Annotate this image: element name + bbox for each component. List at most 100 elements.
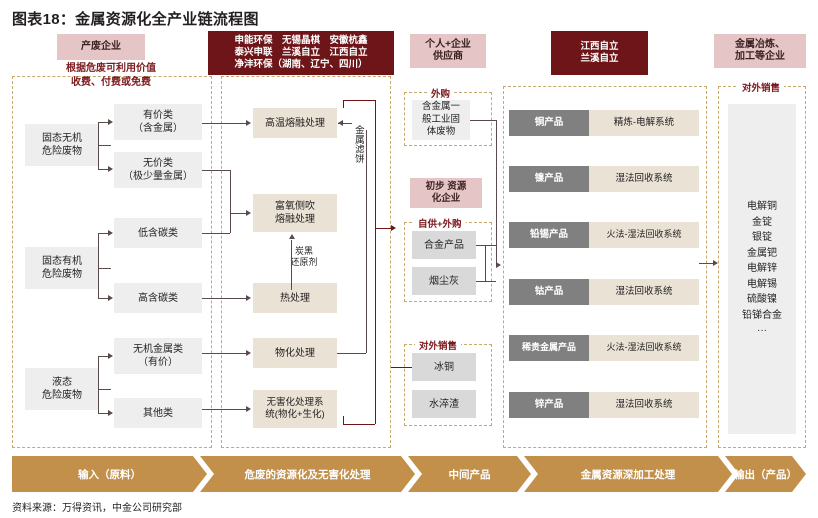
intermediate-product-box: 合金产品 [412,231,476,259]
product-process: 火法-湿法回收系统 [589,335,699,361]
output-item: 金锭 [752,216,772,228]
intermediate-product-box: 烟尘灰 [412,267,476,295]
stage-bar: 输入（原料） 危废的资源化及无害化处理 中间产品 金属资源深加工处理 输出（产品… [12,456,806,492]
treatment-box: 热处理 [253,283,337,313]
connector-line [230,170,231,213]
page-title: 图表18：金属资源化全产业链流程图 [12,11,259,28]
bracket-line [375,228,376,424]
connector-line [202,409,246,410]
output-item: 电解铜 [747,201,777,213]
waste-category-box: 高含碳类 [114,283,202,313]
output-item: 金属钯 [747,247,777,259]
connector-arrow [496,262,501,268]
product-name: 镍产品 [509,166,589,192]
output-item: 银锭 [752,232,772,244]
connector-arrow [108,410,113,416]
output-item: ··· [757,325,767,337]
output-item: 电解锌 [747,263,777,275]
lane-waste-input [12,76,212,448]
connector-arrow [246,350,251,356]
connector-line [98,356,99,413]
connector-line [98,122,110,123]
connector-arrow [246,406,251,412]
product-name: 铅锡产品 [509,222,589,248]
connector-line [496,120,497,265]
connector-arrow [391,225,396,231]
connector-line [476,245,496,246]
stage-intermediate: 中间产品 [408,456,531,492]
product-process: 精炼-电解系统 [589,110,699,136]
connector-line [391,367,412,368]
bracket-line [375,228,391,229]
product-row: 镍产品 湿法回收系统 [509,166,699,192]
connector-line [202,170,230,171]
product-name: 锌产品 [509,392,589,418]
connector-line [338,123,352,124]
connector-arrow [246,210,251,216]
product-name: 铜产品 [509,110,589,136]
connector-line [291,240,292,290]
connector-arrow [108,166,113,172]
treatment-box: 富氧侧吹 熔融处理 [253,194,337,232]
product-process: 湿法回收系统 [589,279,699,305]
bracket-line [343,416,344,424]
bracket-line [375,100,376,228]
connector-line [98,169,110,170]
connector-line [202,353,246,354]
product-name: 钴产品 [509,279,589,305]
connector-line [202,233,230,234]
bracket-line [343,100,375,101]
header-chip-waste-producer: 产废企业 [57,34,145,60]
metal-cake-label: 金属滤饼 [352,125,364,163]
waste-source-box: 固态无机 危险废物 [25,124,99,166]
waste-source-box: 液态 危险废物 [25,368,99,410]
header-chip-smelting-companies: 金属冶炼、 加工等企业 [714,34,806,68]
output-item: 铅锑合金 [742,309,782,321]
stage-treatment: 危废的资源化及无害化处理 [200,456,415,492]
connector-line [699,263,715,264]
product-process: 湿法回收系统 [589,166,699,192]
product-row: 铅锡产品 火法-湿法回收系统 [509,222,699,248]
connector-arrow [338,120,343,126]
connector-line [202,298,246,299]
connector-line [485,245,486,281]
product-row: 稀贵金属产品 火法-湿法回收系统 [509,335,699,361]
lane-treatment [221,76,391,448]
product-row: 锌产品 湿法回收系统 [509,392,699,418]
lane-label-external-sales-mid: 对外销售 [415,338,462,352]
connector-line [98,413,110,414]
product-process: 湿法回收系统 [589,392,699,418]
connector-arrow [108,119,113,125]
primary-recycling-company-chip: 初步 资源 化企业 [410,178,482,208]
connector-line [337,353,366,354]
connector-line [98,356,110,357]
waste-category-box: 无价类 （极少量金属） [114,152,202,188]
connector-line [98,122,99,169]
product-row: 铜产品 精炼-电解系统 [509,110,699,136]
connector-line [470,120,496,121]
stage-input: 输入（原料） [12,456,207,492]
connector-line [99,145,111,146]
connector-arrow [108,353,113,359]
waste-category-box: 其他类 [114,398,202,428]
fee-note: 根据危废可利用价值 收费、付费或免费 [66,63,156,88]
connector-line [98,298,110,299]
bracket-line [343,424,375,425]
purchased-waste-box: 含金属一 般工业固 体废物 [412,100,470,140]
connector-line [98,233,110,234]
header-chip-deep-process-companies: 江西自立 兰溪自立 [551,31,648,75]
connector-line [230,213,231,233]
stage-deep-processing: 金属资源深加工处理 [524,456,732,492]
output-item: 硫酸镍 [747,294,777,306]
connector-line [202,123,246,124]
connector-arrow [246,295,251,301]
lane-label-external-sales-right: 对外销售 [738,80,785,94]
output-item: 电解锡 [747,278,777,290]
product-process: 火法-湿法回收系统 [589,222,699,248]
waste-category-box: 低含碳类 [114,218,202,248]
connector-line [230,213,246,214]
product-row: 钴产品 湿法回收系统 [509,279,699,305]
connector-line [99,389,111,390]
lane-label-self-supply: 自供+外购 [414,216,466,230]
connector-line [98,233,99,298]
